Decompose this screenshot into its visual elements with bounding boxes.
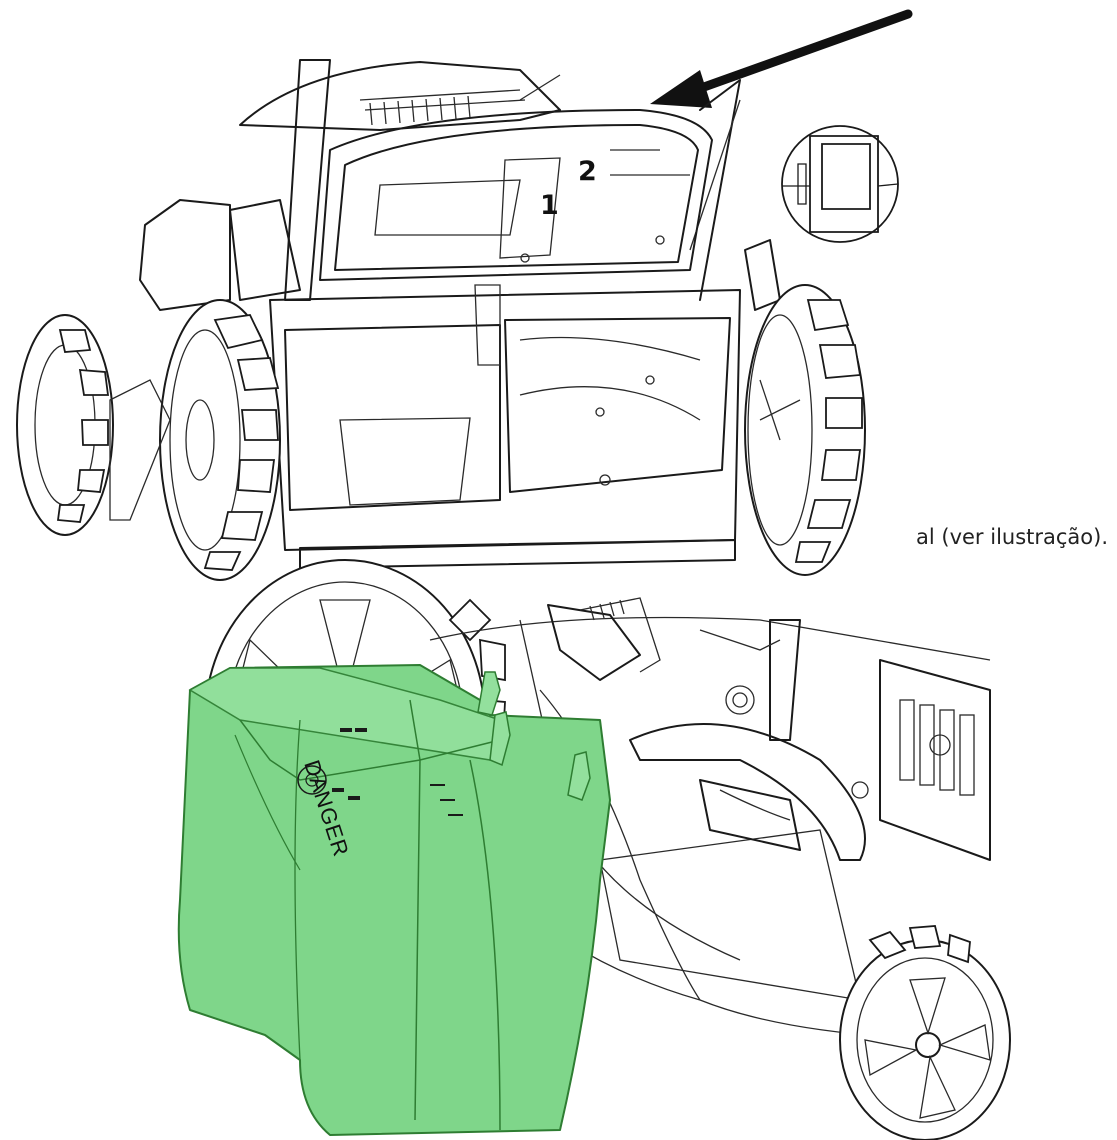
caption-fragment: al (ver ilustração). xyxy=(916,525,1109,549)
grass-deflector xyxy=(177,664,611,1136)
detail-zoom-circle-icon xyxy=(781,125,899,243)
arrow-icon xyxy=(650,9,913,108)
callout-label-1: 1 xyxy=(540,190,559,221)
callout-label-2: 2 xyxy=(578,156,597,187)
